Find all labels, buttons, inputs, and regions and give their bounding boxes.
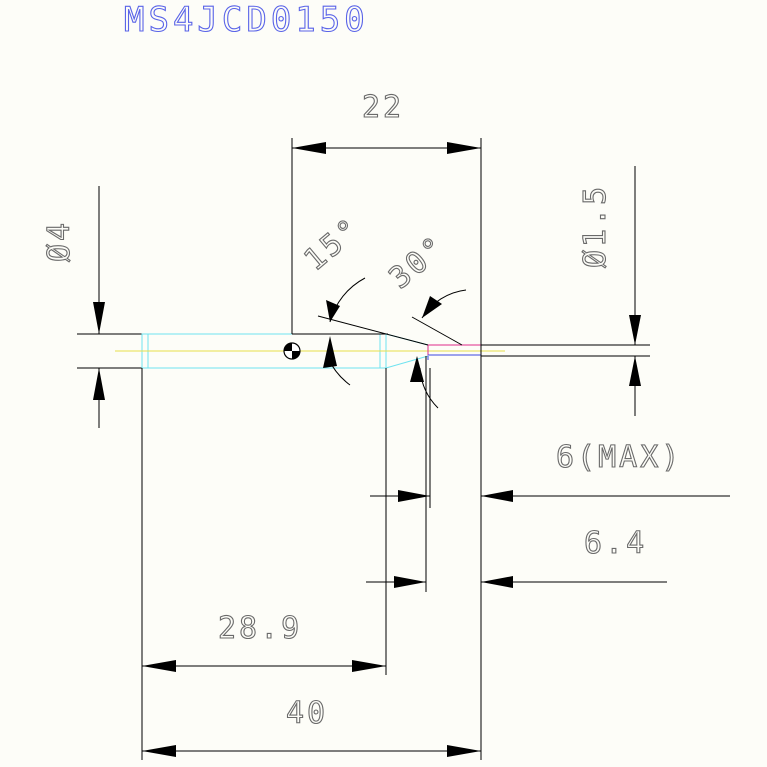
dimension-dia-1-5: Ø1.5 [577,166,641,416]
dimension-6-4: 6.4 [366,356,667,592]
dim-28-9-label: 28.9 [218,611,302,646]
dim-6-4-label: 6.4 [584,526,647,561]
dim-22-label: 22 [362,90,404,125]
part-body [77,333,650,369]
tip-outline [427,344,482,356]
dimension-40: 40 [142,695,481,757]
dim-dia-1-5-label: Ø1.5 [578,184,613,268]
dim-6-max-label: 6(MAX) [556,440,682,475]
datum-marker [283,342,301,360]
angle-30-label: 30° [383,229,454,296]
angle-15: 15° [297,210,429,386]
angle-30: 30° [382,228,467,409]
part-number-title: MS4JCD0150 [124,0,369,40]
dim-40-label: 40 [286,696,328,731]
dimension-22: 22 [291,89,482,760]
angle-15-label: 15° [298,211,369,278]
dim-dia-4-label: Ø4 [42,220,77,262]
dimension-6-max: 6(MAX) [370,368,730,508]
dimension-28-9: 28.9 [141,368,387,760]
dimension-dia-4: Ø4 [41,186,105,428]
